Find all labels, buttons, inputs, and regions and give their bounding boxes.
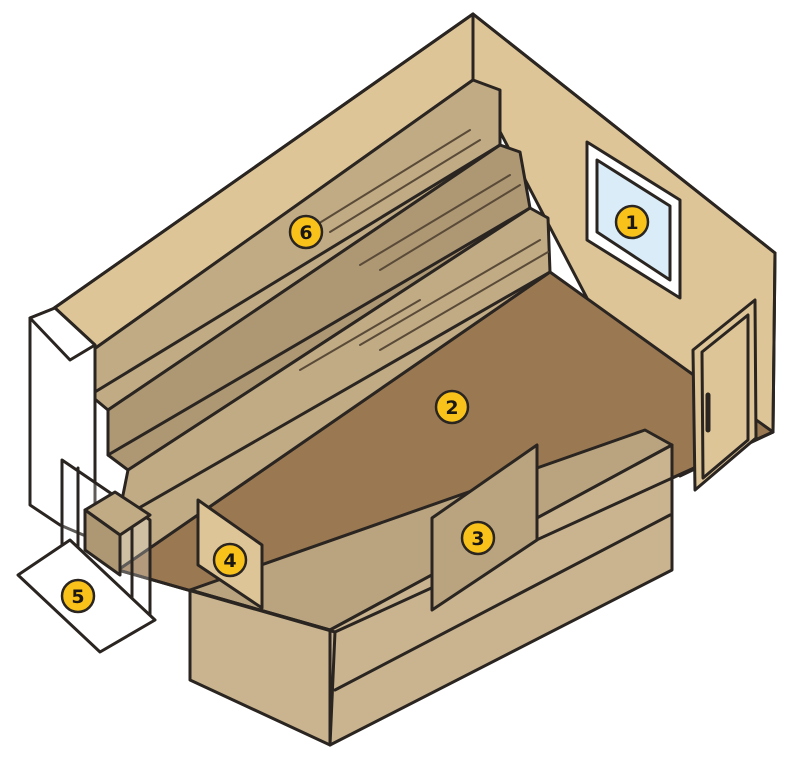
svg-text:5: 5 [71,586,84,608]
entry-step [83,490,152,577]
svg-text:4: 4 [223,550,236,572]
svg-text:2: 2 [445,397,458,419]
marker-floor: 2 [434,389,470,425]
front-bench-side [328,443,674,747]
marker-floor-mat: 5 [60,578,96,614]
marker-window: 1 [614,204,650,240]
door [691,298,758,492]
marker-backrest: 3 [460,520,496,556]
svg-text:6: 6 [299,222,312,244]
svg-text:1: 1 [625,212,638,234]
svg-text:3: 3 [471,528,484,550]
marker-benches: 6 [288,214,324,250]
marker-control-panel: 4 [212,542,248,578]
